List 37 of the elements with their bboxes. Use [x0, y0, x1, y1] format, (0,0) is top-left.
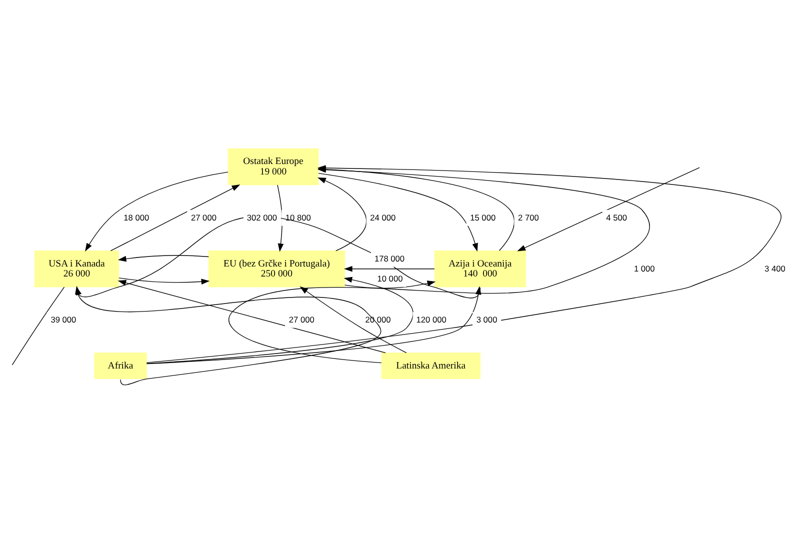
node-box: EU (bez Grčke i Portugala) 250 000 — [208, 250, 346, 287]
edge-label: 20 000 — [365, 314, 391, 324]
arrow — [118, 254, 209, 262]
node-box: USA i Kanada 26 000 — [34, 250, 120, 287]
arrow — [146, 276, 414, 364]
node-box: Ostatak Europe 19 000 — [228, 148, 319, 185]
edge-label: 4 500 — [606, 212, 628, 222]
arrow — [146, 286, 482, 364]
node-box: Latinska Amerika — [381, 352, 481, 378]
edge-label: 3 000 — [476, 314, 498, 324]
arrow — [344, 280, 436, 288]
arrow — [118, 280, 386, 353]
edge-label: 18 000 — [124, 212, 150, 222]
arrow — [318, 177, 367, 251]
arrow — [318, 172, 478, 252]
edge-label: 2 700 — [518, 212, 539, 222]
connector — [12, 286, 65, 365]
node-box: Afrika — [94, 352, 147, 378]
arrow — [344, 265, 435, 272]
arrow — [85, 171, 228, 252]
edge-label: 27 000 — [288, 314, 314, 324]
arrow — [300, 286, 407, 353]
edge-label: 24 000 — [370, 212, 396, 222]
edge-label: 1 000 — [634, 262, 655, 273]
arrow — [118, 277, 210, 284]
arrow — [110, 184, 240, 251]
edge-label: 15 000 — [470, 212, 496, 222]
edge-label: 39 000 — [50, 314, 76, 324]
edge-label: 27 000 — [190, 212, 216, 222]
arrow — [517, 166, 700, 251]
node-box: Azija i Oceanija 140 000 — [434, 250, 526, 287]
edge-label: 3 400 — [764, 262, 786, 273]
edge-label: 10 000 — [377, 272, 403, 283]
edge-label: 120 000 — [416, 314, 446, 324]
edge-label: 10 800 — [285, 212, 311, 222]
edge-label: 302 000 — [246, 212, 277, 222]
edge-label: 178 000 — [374, 252, 405, 263]
